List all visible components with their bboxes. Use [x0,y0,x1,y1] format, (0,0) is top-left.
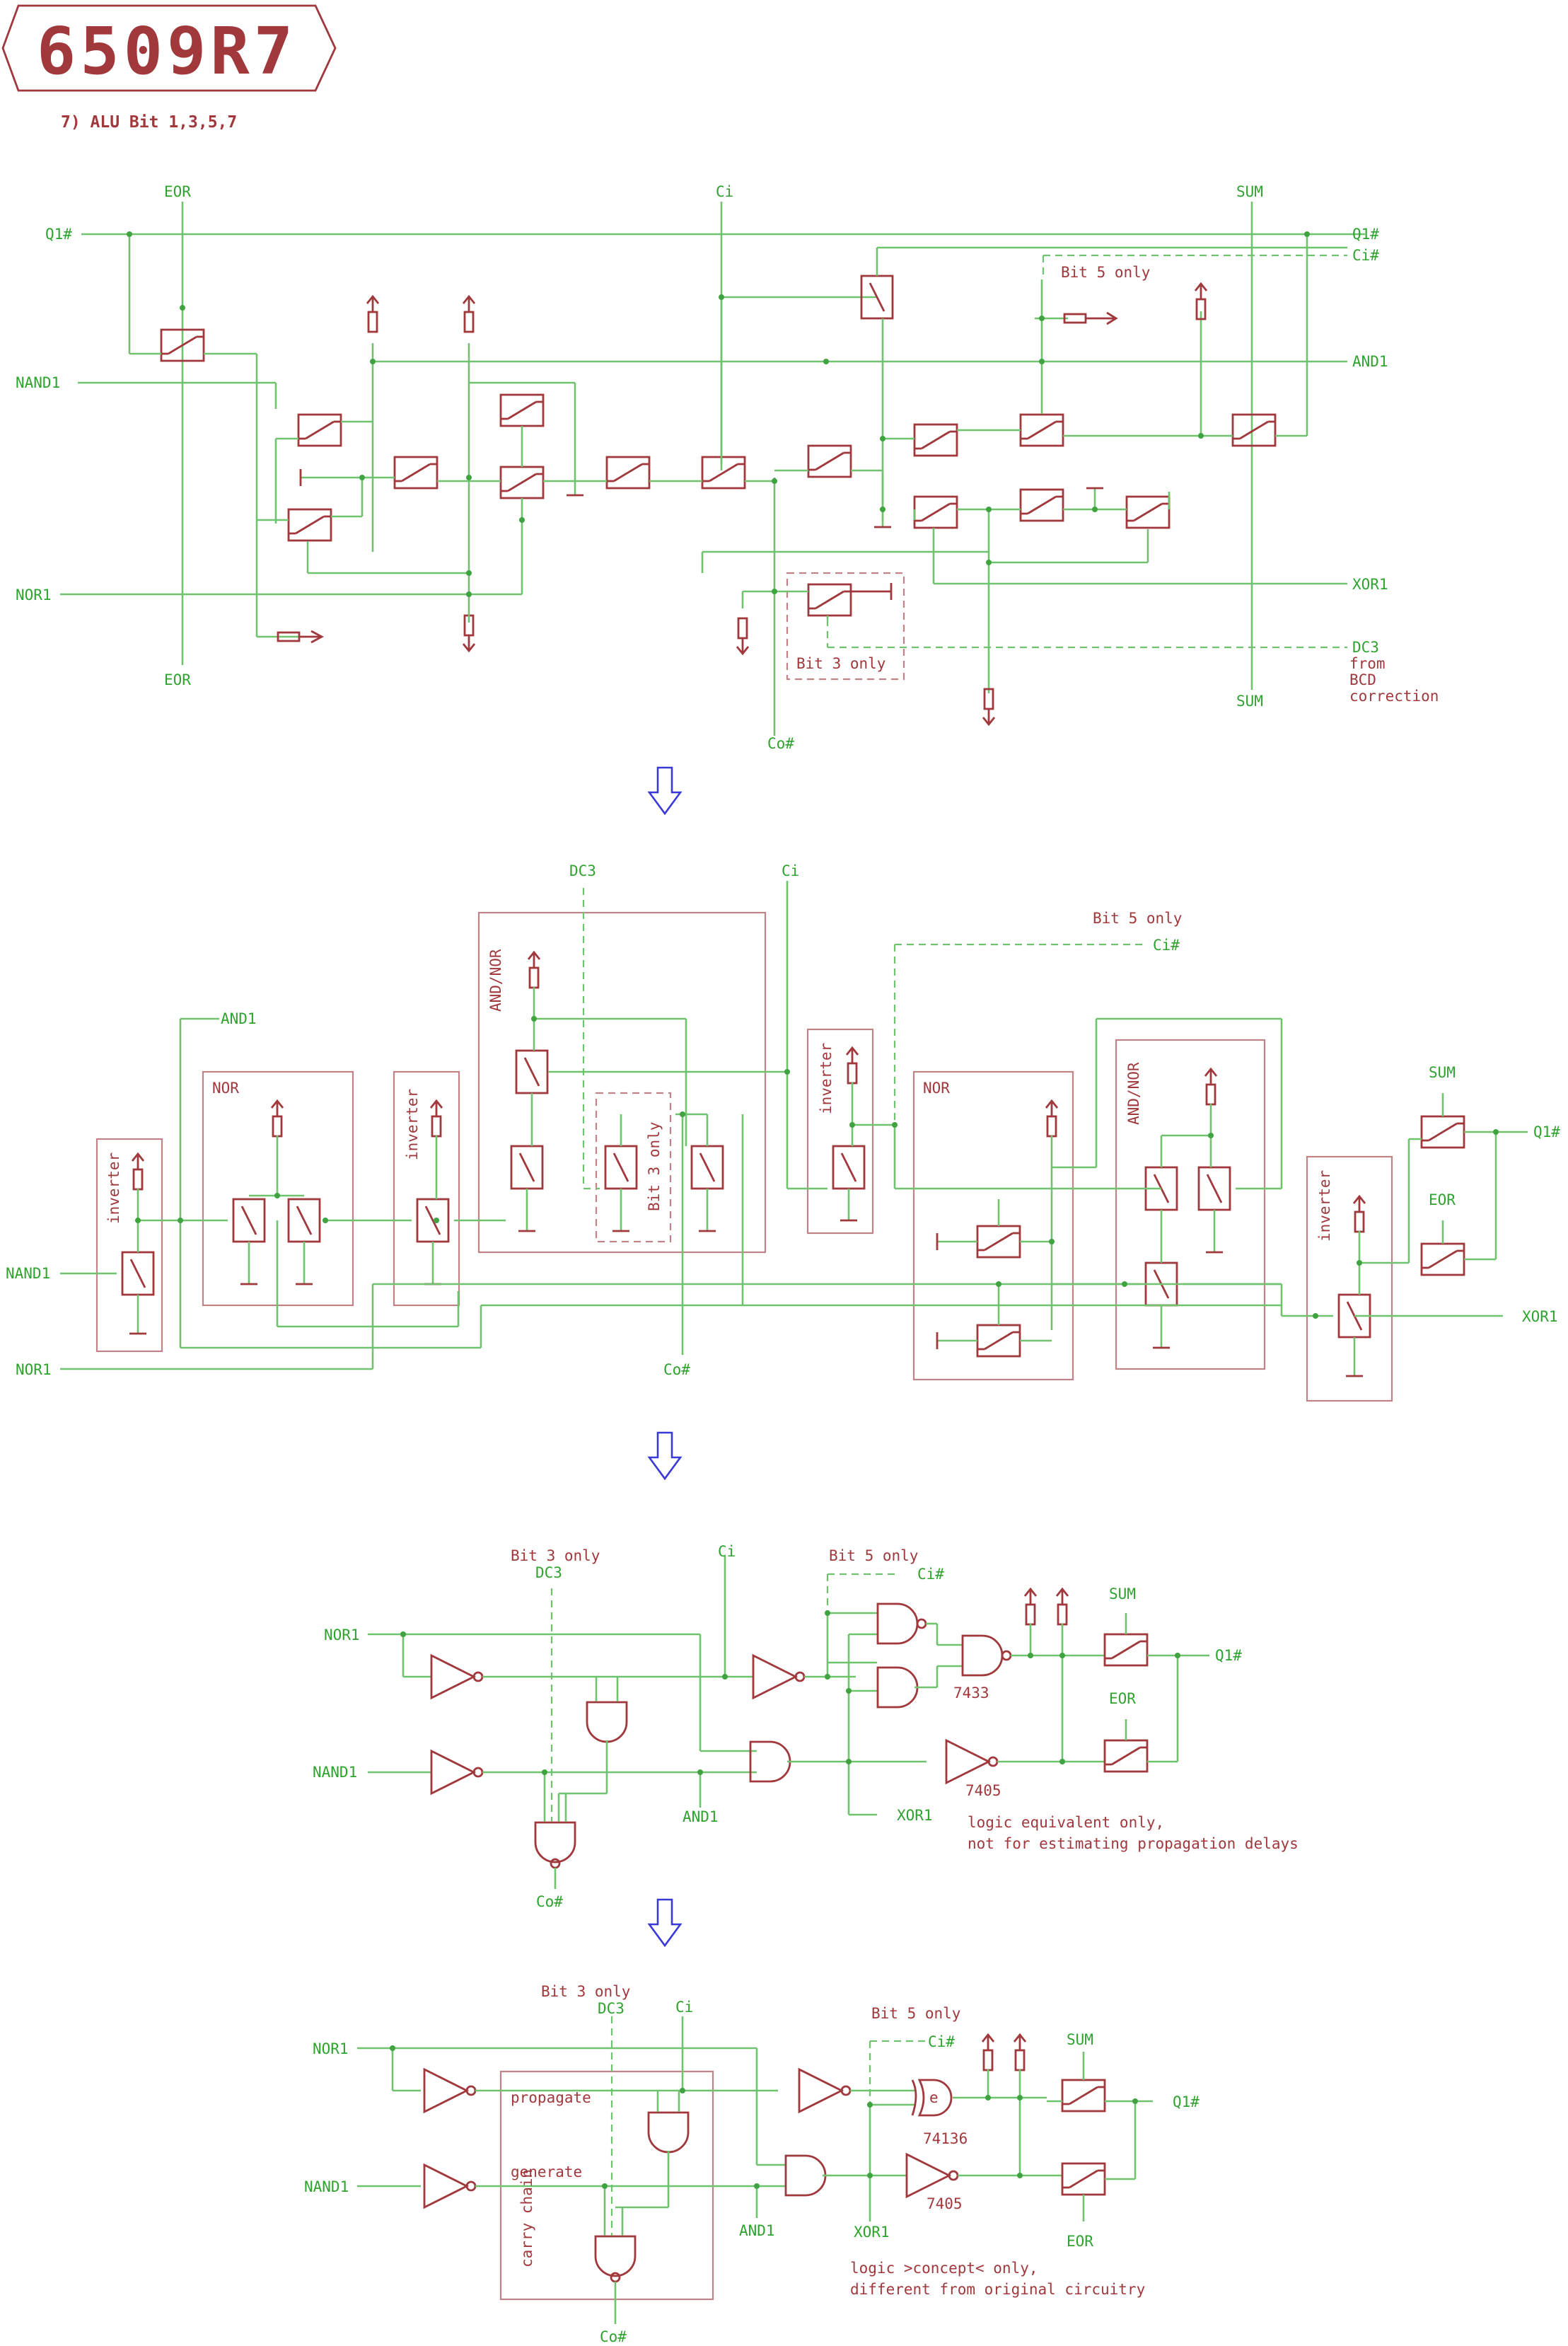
p2-label-bit5-only: Bit 5 only [1093,910,1182,927]
p2-label-sum: SUM [1429,1064,1456,1081]
p4-label-ci-hash: Ci# [928,2033,955,2050]
p2-label-nand1: NAND1 [6,1265,50,1282]
label-and-nor-1: AND/NOR [487,949,504,1012]
label-ci-right: Ci# [1352,247,1379,264]
label-bit5-only: Bit 5 only [1061,264,1150,281]
label-correction: correction [1349,688,1439,705]
p4-note-line1: logic >concept< only, [850,2260,1038,2277]
p3-label-7405: 7405 [965,1782,1001,1799]
p4-label-generate: generate [511,2163,582,2180]
label-and-nor-2: AND/NOR [1125,1062,1142,1125]
p4-label-dc3: DC3 [598,2000,625,2017]
p2-label-nor1: NOR1 [16,1361,52,1378]
label-eor-top: EOR [164,183,191,200]
label-dc3: DC3 [1352,639,1379,656]
p4-label-ci: Ci [675,1999,693,2016]
down-arrow-icon [648,1431,682,1480]
panel-3-logic-equivalent: Bit 3 only DC3 Ci Bit 5 only Ci# NOR1 NA… [313,1543,1299,1910]
label-inverter-4: inverter [1316,1170,1333,1242]
p2-label-ci-hash: Ci# [1153,937,1180,954]
label-inverter-3: inverter [818,1043,835,1114]
p4-label-carry-chain: carry chain [518,2169,535,2267]
p3-label-dc3: DC3 [535,1564,562,1581]
p3-label-ci-hash: Ci# [917,1566,944,1583]
p4-label-nand1: NAND1 [304,2178,349,2195]
p2-label-xor1: XOR1 [1522,1308,1558,1325]
page-subtitle: 7) ALU Bit 1,3,5,7 [61,113,237,132]
p3-label-eor: EOR [1109,1690,1136,1707]
p3-label-7433: 7433 [953,1685,989,1701]
label-bit3-only-vertical: Bit 3 only [646,1122,663,1211]
p3-label-and1: AND1 [683,1808,719,1825]
label-q1-right: Q1# [1352,226,1379,243]
down-arrow-icon [648,766,682,815]
label-nor-2: NOR [923,1080,950,1097]
label-eor-bottom: EOR [164,671,191,688]
p4-label-xor1: XOR1 [854,2224,890,2241]
p3-label-sum: SUM [1109,1585,1136,1602]
p4-label-propagate: propagate [511,2089,591,2106]
p4-label-q1: Q1# [1173,2093,1200,2110]
p4-label-74136: 74136 [923,2130,968,2147]
label-inverter-1: inverter [105,1152,122,1224]
p2-label-and1: AND1 [221,1010,257,1027]
label-sum-top: SUM [1236,183,1263,200]
down-arrow-icon [648,1898,682,1947]
p2-label-co: Co# [663,1361,690,1378]
label-sum-bottom: SUM [1236,693,1263,710]
p3-label-ci: Ci [718,1543,736,1560]
label-bcd: BCD [1349,671,1376,688]
label-and1: AND1 [1352,353,1388,370]
label-co: Co# [767,735,794,752]
p3-note-line1: logic equivalent only, [968,1814,1164,1831]
p2-label-dc3: DC3 [569,862,596,879]
logo: 6509R7 [1,4,337,92]
label-nand1: NAND1 [16,374,60,391]
p3-label-nor1: NOR1 [324,1626,360,1643]
label-q1-left: Q1# [45,226,72,243]
label-ci-top: Ci [716,183,733,200]
p3-label-bit3-only: Bit 3 only [511,1547,600,1564]
p3-note-line2: not for estimating propagation delays [968,1835,1299,1852]
p2-label-q1: Q1# [1533,1123,1560,1140]
p4-label-7405: 7405 [927,2195,963,2212]
label-xor1: XOR1 [1352,576,1388,593]
p4-label-bit3-only: Bit 3 only [541,1983,630,2000]
p4-note-line2: different from original circuitry [850,2281,1145,2298]
p4-label-co: Co# [600,2328,627,2345]
p3-label-xor1: XOR1 [897,1807,933,1824]
p4-label-sum: SUM [1067,2031,1093,2048]
p3-label-co: Co# [536,1893,563,1910]
panel-1-transistor-schematic: EOR Ci SUM Q1# Q1# Ci# Bit 5 only AND1 N… [16,183,1439,752]
p2-label-eor: EOR [1429,1191,1456,1208]
panel-2-block-schematic: inverter NOR inverter AND/NOR Bit 3 only… [6,862,1560,1402]
p3-label-nand1: NAND1 [313,1764,357,1781]
label-nor-1: NOR [212,1080,239,1097]
p4-label-bit5-only: Bit 5 only [871,2005,960,2022]
p4-label-nor1: NOR1 [313,2040,349,2057]
logo-text: 6509R7 [37,13,297,89]
p4-label-eor: EOR [1067,2233,1093,2250]
label-inverter-2: inverter [404,1089,421,1160]
label-bit3-only: Bit 3 only [796,655,885,672]
p4-label-and1: AND1 [739,2222,775,2239]
xor-gate-symbol: e [929,2089,939,2106]
panel-4-logic-concept: e Bit 3 only DC3 Ci [304,1983,1200,2345]
label-from: from [1349,655,1386,672]
p3-label-bit5-only: Bit 5 only [829,1547,918,1564]
label-nor1: NOR1 [16,586,52,603]
p3-label-q1: Q1# [1215,1647,1242,1664]
p2-label-ci: Ci [782,862,799,879]
